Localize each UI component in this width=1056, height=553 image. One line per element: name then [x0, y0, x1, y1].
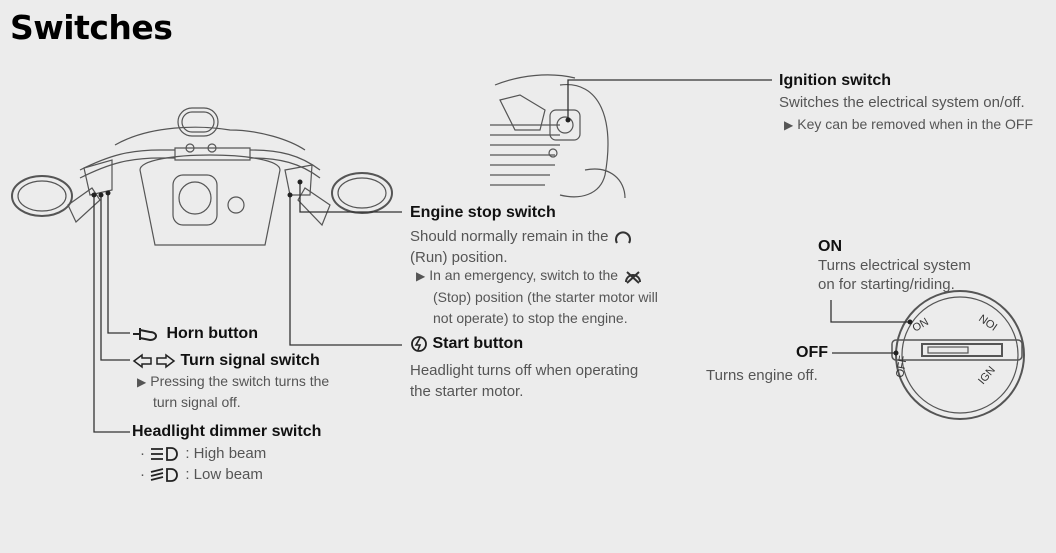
- engine-stop-desc-2: (Run) position.: [410, 249, 508, 266]
- handlebar-illustration: [11, 107, 393, 246]
- start-button-desc: Headlight turns off when operating: [410, 362, 639, 379]
- off-position-desc: Turns engine off.: [706, 367, 818, 384]
- on-position-desc: Turns electrical system: [818, 257, 971, 274]
- ignition-switch-note: ▶Key can be removed when in the OFF: [784, 116, 1034, 132]
- engine-stop-note: ▶In an emergency, switch to the: [416, 265, 644, 287]
- low-beam-icon: [150, 468, 179, 482]
- key-off-label: OFF: [894, 355, 910, 379]
- horn-button-heading: Horn button: [132, 325, 258, 343]
- engine-stop-heading: Engine stop switch: [410, 204, 556, 221]
- engine-stop-note-2: (Stop) position (the starter motor will: [433, 289, 658, 305]
- turn-signal-note: ▶Pressing the switch turns the: [137, 373, 330, 389]
- ignition-key-illustration: [891, 290, 1025, 420]
- low-beam-item: · : Low beam: [140, 466, 263, 483]
- turn-signal-note-2: turn signal off.: [153, 394, 241, 410]
- on-position-desc-2: on for starting/riding.: [818, 276, 955, 293]
- turn-signal-heading: Turn signal switch: [132, 352, 320, 370]
- turn-signal-arrows-icon: [132, 353, 176, 369]
- run-symbol-icon: [614, 231, 631, 244]
- engine-stop-desc: Should normally remain in the: [410, 227, 633, 247]
- high-beam-item: · : High beam: [140, 445, 267, 462]
- key-on-label: ON: [911, 316, 931, 335]
- headlight-dimmer-heading: Headlight dimmer switch: [132, 423, 322, 440]
- key-ign-label: IGN: [976, 364, 998, 387]
- triangle-bullet-icon: ▶: [137, 375, 147, 389]
- high-beam-icon: [151, 447, 179, 461]
- start-button-desc-2: the starter motor.: [410, 383, 524, 400]
- engine-stop-note-3: not operate) to stop the engine.: [433, 310, 628, 326]
- off-position-heading: OFF: [796, 344, 828, 361]
- start-button-heading: Start button: [410, 335, 523, 353]
- triangle-bullet-icon: ▶: [784, 118, 794, 132]
- triangle-bullet-icon: ▶: [416, 269, 426, 283]
- on-position-heading: ON: [818, 238, 842, 255]
- ignition-switch-heading: Ignition switch: [779, 72, 891, 89]
- ignition-area-illustration: [490, 74, 626, 199]
- stop-symbol-icon: [624, 271, 641, 285]
- page-title: Switches: [10, 8, 173, 47]
- start-symbol-icon: [411, 336, 427, 352]
- ignition-switch-desc: Switches the electrical system on/off.: [779, 94, 1025, 111]
- horn-icon: [133, 327, 157, 341]
- key-sub-label: NOI: [976, 313, 999, 334]
